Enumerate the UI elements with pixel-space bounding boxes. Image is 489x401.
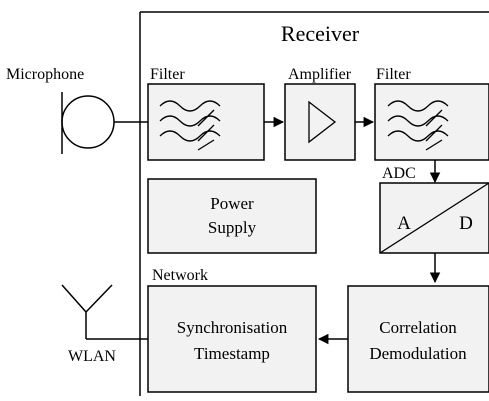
power-supply-line1: Power [210,194,254,213]
corr-line1: Correlation [379,318,457,337]
filter-icon [159,100,221,151]
microphone-label: Microphone [6,66,84,83]
wlan-label: WLAN [68,348,116,365]
filter-1-block [147,83,265,161]
filter-2-label: Filter [376,66,411,83]
corr-line2: Demodulation [369,344,467,363]
receiver-title: Receiver [281,21,360,46]
synchronisation-block [147,285,317,393]
adc-d-label: D [459,213,473,234]
filter-2-block [374,83,489,161]
filter-1-label: Filter [150,66,185,83]
correlation-block [347,285,489,393]
receiver-boundary [139,11,489,396]
microphone-icon [61,92,115,154]
antenna-icon [61,284,113,339]
amplifier-triangle-icon [308,100,337,144]
power-supply-line2: Supply [208,218,257,237]
sync-line2: Timestamp [194,344,270,363]
sync-line1: Synchronisation [177,318,288,337]
adc-a-label: A [397,213,411,234]
network-label: Network [152,267,208,284]
adc-label: ADC [382,165,416,182]
filter-icon [387,100,449,151]
adc-block [379,182,489,254]
amplifier-label: Amplifier [288,66,352,83]
amplifier-block [284,83,356,161]
power-supply-block [147,178,317,254]
